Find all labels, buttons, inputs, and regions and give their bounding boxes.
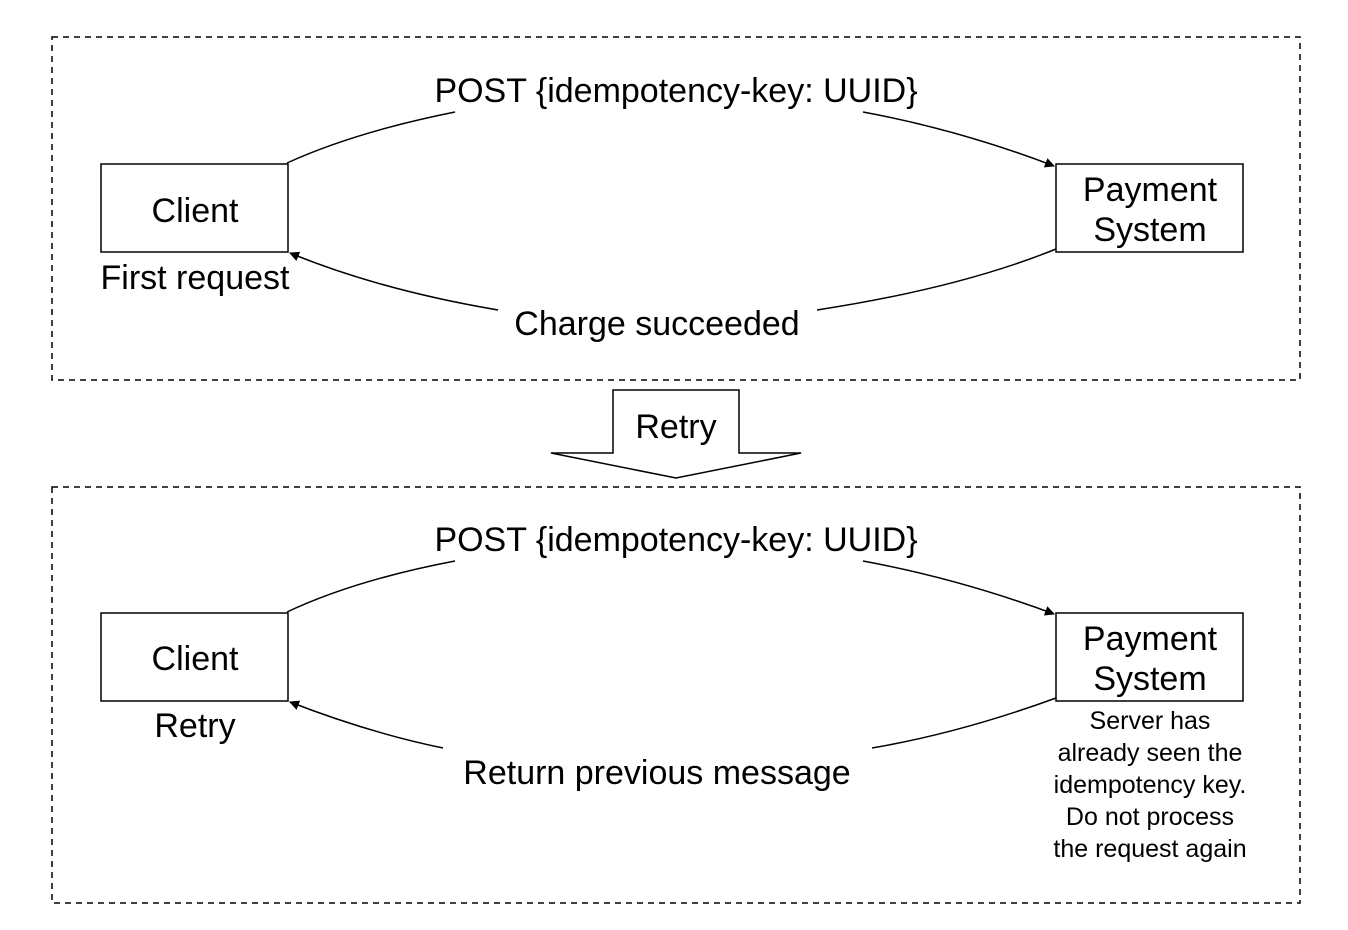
bottom-response-arrow: [289, 700, 444, 749]
retry-transition: Retry: [550, 389, 802, 479]
bottom-request-arrow: [862, 560, 1055, 616]
bottom-caption: Retry: [154, 707, 235, 745]
server-note-line: the request again: [1053, 835, 1246, 863]
bottom-client-box: [100, 612, 289, 702]
top-request-label: POST {idempotency-key: UUID}: [434, 72, 917, 110]
bottom-payment-label-line2: System: [1093, 660, 1206, 698]
top-client-box: [100, 163, 289, 253]
top-response-arrow: [289, 251, 499, 311]
top-panel-frame: [51, 36, 1301, 381]
bottom-panel-frame: [51, 486, 1301, 904]
bottom-response-label: Return previous message: [463, 754, 850, 792]
server-note: Server has already seen the idempotency …: [1053, 707, 1246, 863]
top-response-arrow-right-segment: [816, 248, 1057, 311]
bottom-client-label: Client: [152, 640, 239, 678]
server-note-line: Do not process: [1066, 803, 1234, 831]
top-caption: First request: [101, 259, 290, 297]
retry-transition-label: Retry: [635, 408, 716, 446]
bottom-panel: Client Payment System POST {idempotency-…: [51, 486, 1301, 904]
bottom-response-arrow-right-segment: [871, 697, 1057, 749]
server-note-line: Server has: [1090, 707, 1211, 735]
bottom-payment-label-line1: Payment: [1083, 620, 1218, 658]
top-panel: Client Payment System POST {idempotency-…: [51, 36, 1301, 381]
bottom-request-label: POST {idempotency-key: UUID}: [434, 521, 917, 559]
top-client-label: Client: [152, 192, 239, 230]
server-note-line: idempotency key.: [1054, 771, 1247, 799]
top-request-arrow: [862, 111, 1055, 168]
top-payment-label-line2: System: [1093, 211, 1206, 249]
top-payment-label-line1: Payment: [1083, 171, 1218, 209]
bottom-payment-box: [1055, 612, 1244, 702]
top-payment-box: [1055, 163, 1244, 253]
retry-arrow-shape: [550, 389, 802, 479]
server-note-line: already seen the: [1058, 739, 1243, 767]
top-request-arrow-left-segment: [286, 111, 456, 164]
bottom-request-arrow-left-segment: [286, 560, 456, 613]
top-response-label: Charge succeeded: [514, 305, 799, 343]
